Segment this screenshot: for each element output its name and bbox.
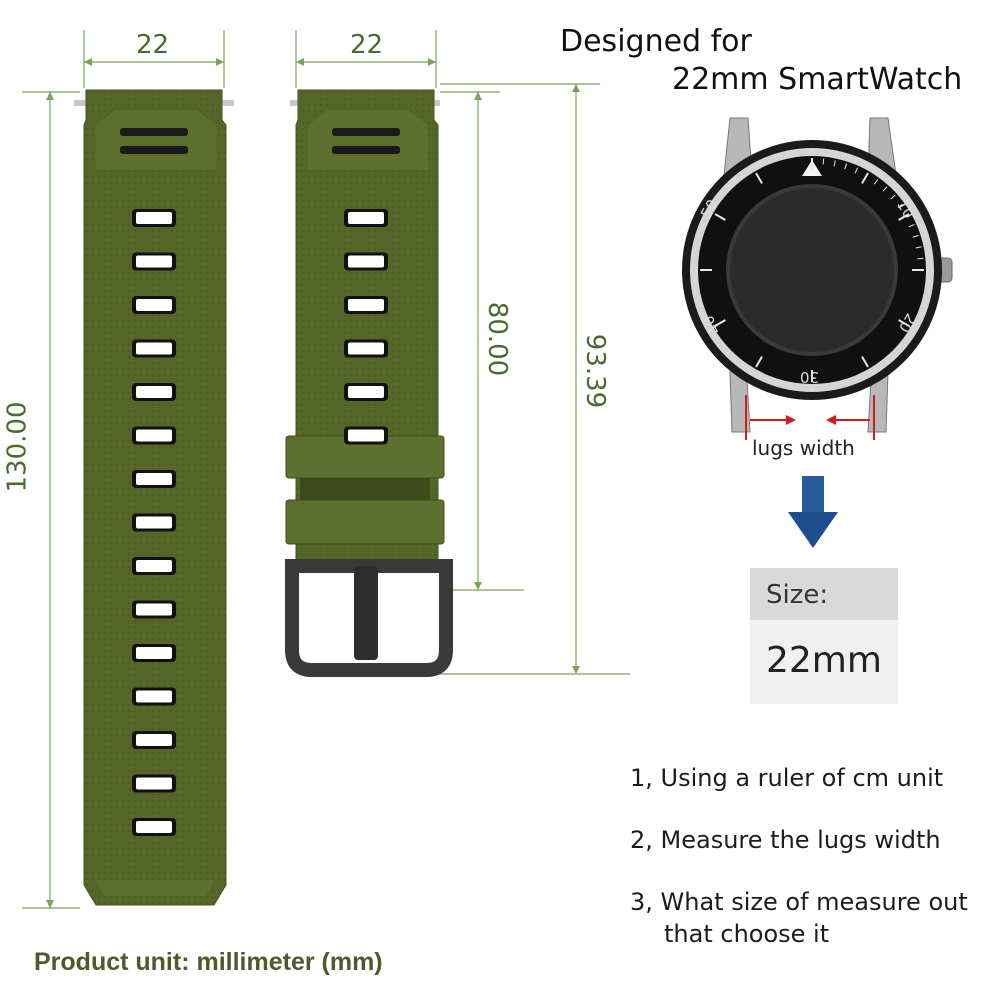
strap-hole-opening (136, 603, 172, 616)
bezel-number-30: 30 (800, 368, 820, 386)
long-strap-holes (132, 209, 176, 836)
step-2: 2, Measure the lugs width (630, 826, 941, 854)
strap-hole-opening (348, 342, 384, 355)
bezel-tick (854, 167, 859, 174)
strap-hole-opening (136, 560, 172, 572)
bezel-tick (898, 319, 910, 327)
strap-hole-opening (348, 429, 384, 442)
bezel-tick (833, 160, 836, 167)
bezel-tick (873, 179, 879, 185)
short-strap (285, 89, 453, 677)
strap-hole-opening (136, 212, 172, 224)
bezel-tick (915, 246, 922, 249)
bezel-tick (912, 234, 919, 238)
bezel-tick (844, 163, 848, 170)
size-value: 22mm (766, 640, 882, 681)
bezel-tick (890, 194, 896, 200)
bezel-tick (917, 257, 924, 260)
bezel-tick (882, 186, 888, 192)
bezel-tick (714, 319, 726, 327)
strap-hole-opening (136, 473, 172, 485)
short-strap-holes (344, 209, 388, 445)
size-label: Size: (766, 580, 829, 610)
strap-hole-opening (136, 821, 172, 833)
heading-line2: 22mm SmartWatch (672, 62, 963, 97)
strap-hole-opening (136, 516, 172, 529)
strap-hole-opening (136, 299, 172, 311)
size-box: Size: 22mm (750, 568, 898, 704)
heading-line1: Designed for (560, 24, 752, 59)
product-unit-note: Product unit: millimeter (mm) (34, 948, 383, 976)
bezel-tick (755, 356, 763, 368)
bezel-tick (898, 213, 910, 221)
strap-hole-opening (136, 647, 172, 659)
strap-hole-opening (136, 777, 172, 790)
strap-length-label: 80.00 (482, 301, 513, 377)
strap-hole-opening (136, 690, 172, 703)
bezel-tick (908, 223, 915, 228)
strap-hole-opening (348, 255, 384, 268)
bezel-tick (861, 172, 869, 184)
strap-hole-opening (136, 342, 172, 355)
total-length-label: 130.00 (2, 401, 33, 493)
watch-illustration (682, 117, 953, 433)
bezel-tick (897, 203, 903, 209)
bezel-ticks (700, 158, 924, 382)
strap-hole-opening (136, 429, 172, 442)
down-arrow-icon (788, 476, 838, 548)
width-label-right: 22 (350, 30, 384, 60)
step-3-line2: that choose it (664, 920, 830, 948)
long-strap (74, 89, 234, 906)
strap-hole-opening (348, 386, 384, 398)
lugs-width-label: lugs width (752, 436, 855, 460)
bezel-tick (714, 213, 726, 221)
buckle-length-label: 93.39 (580, 333, 611, 409)
bezel-tick (822, 158, 825, 165)
step-3-line1: 3, What size of measure out (630, 888, 968, 916)
dimension-lines (22, 30, 630, 909)
strap-hole-opening (136, 386, 172, 398)
step-1: 1, Using a ruler of cm unit (630, 764, 944, 792)
size-value-panel: 22mm (750, 620, 898, 704)
strap-hole-opening (348, 212, 384, 224)
bezel-tick (755, 172, 763, 184)
bezel-tick (861, 356, 869, 368)
width-label-left: 22 (136, 30, 170, 60)
lugs-width-marker (745, 395, 875, 440)
strap-hole-opening (136, 255, 172, 268)
dimension-arrows (46, 58, 580, 908)
strap-hole-opening (348, 299, 384, 311)
strap-hole-opening (136, 734, 172, 746)
